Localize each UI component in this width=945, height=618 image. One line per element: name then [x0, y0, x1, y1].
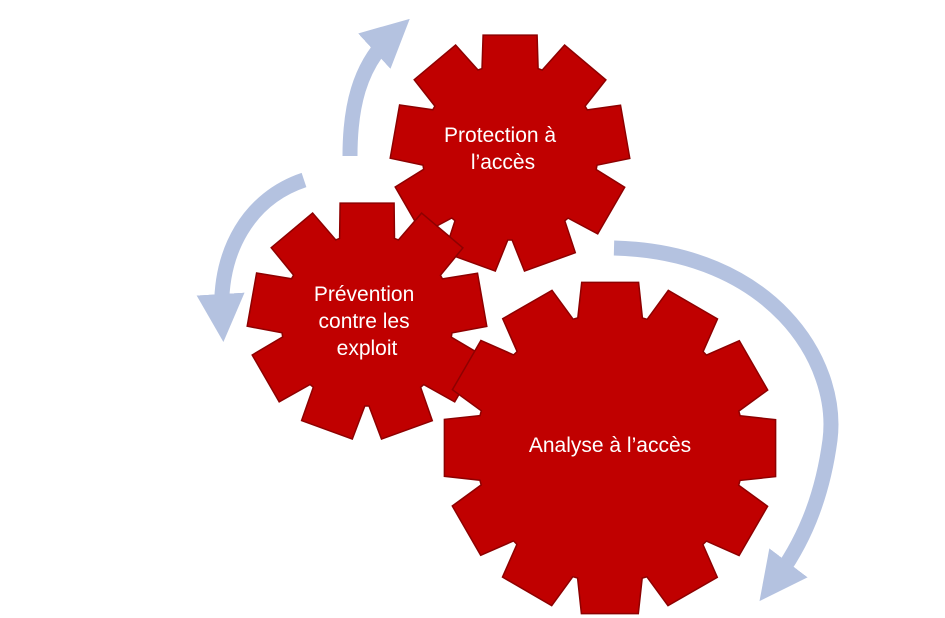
prevention-label: Prévention contre les exploit — [314, 283, 420, 360]
analyse-label: Analyse à l’accès — [529, 434, 691, 457]
prevention-gear — [246, 202, 488, 441]
cycle-arrow-right — [613, 240, 839, 602]
cycle-arrow-top — [342, 18, 410, 157]
cycle-arrow-left — [196, 172, 307, 342]
protection-label: Protection à l’accès — [444, 124, 562, 174]
protection-gear — [389, 34, 631, 273]
analyse-gear — [443, 281, 777, 615]
